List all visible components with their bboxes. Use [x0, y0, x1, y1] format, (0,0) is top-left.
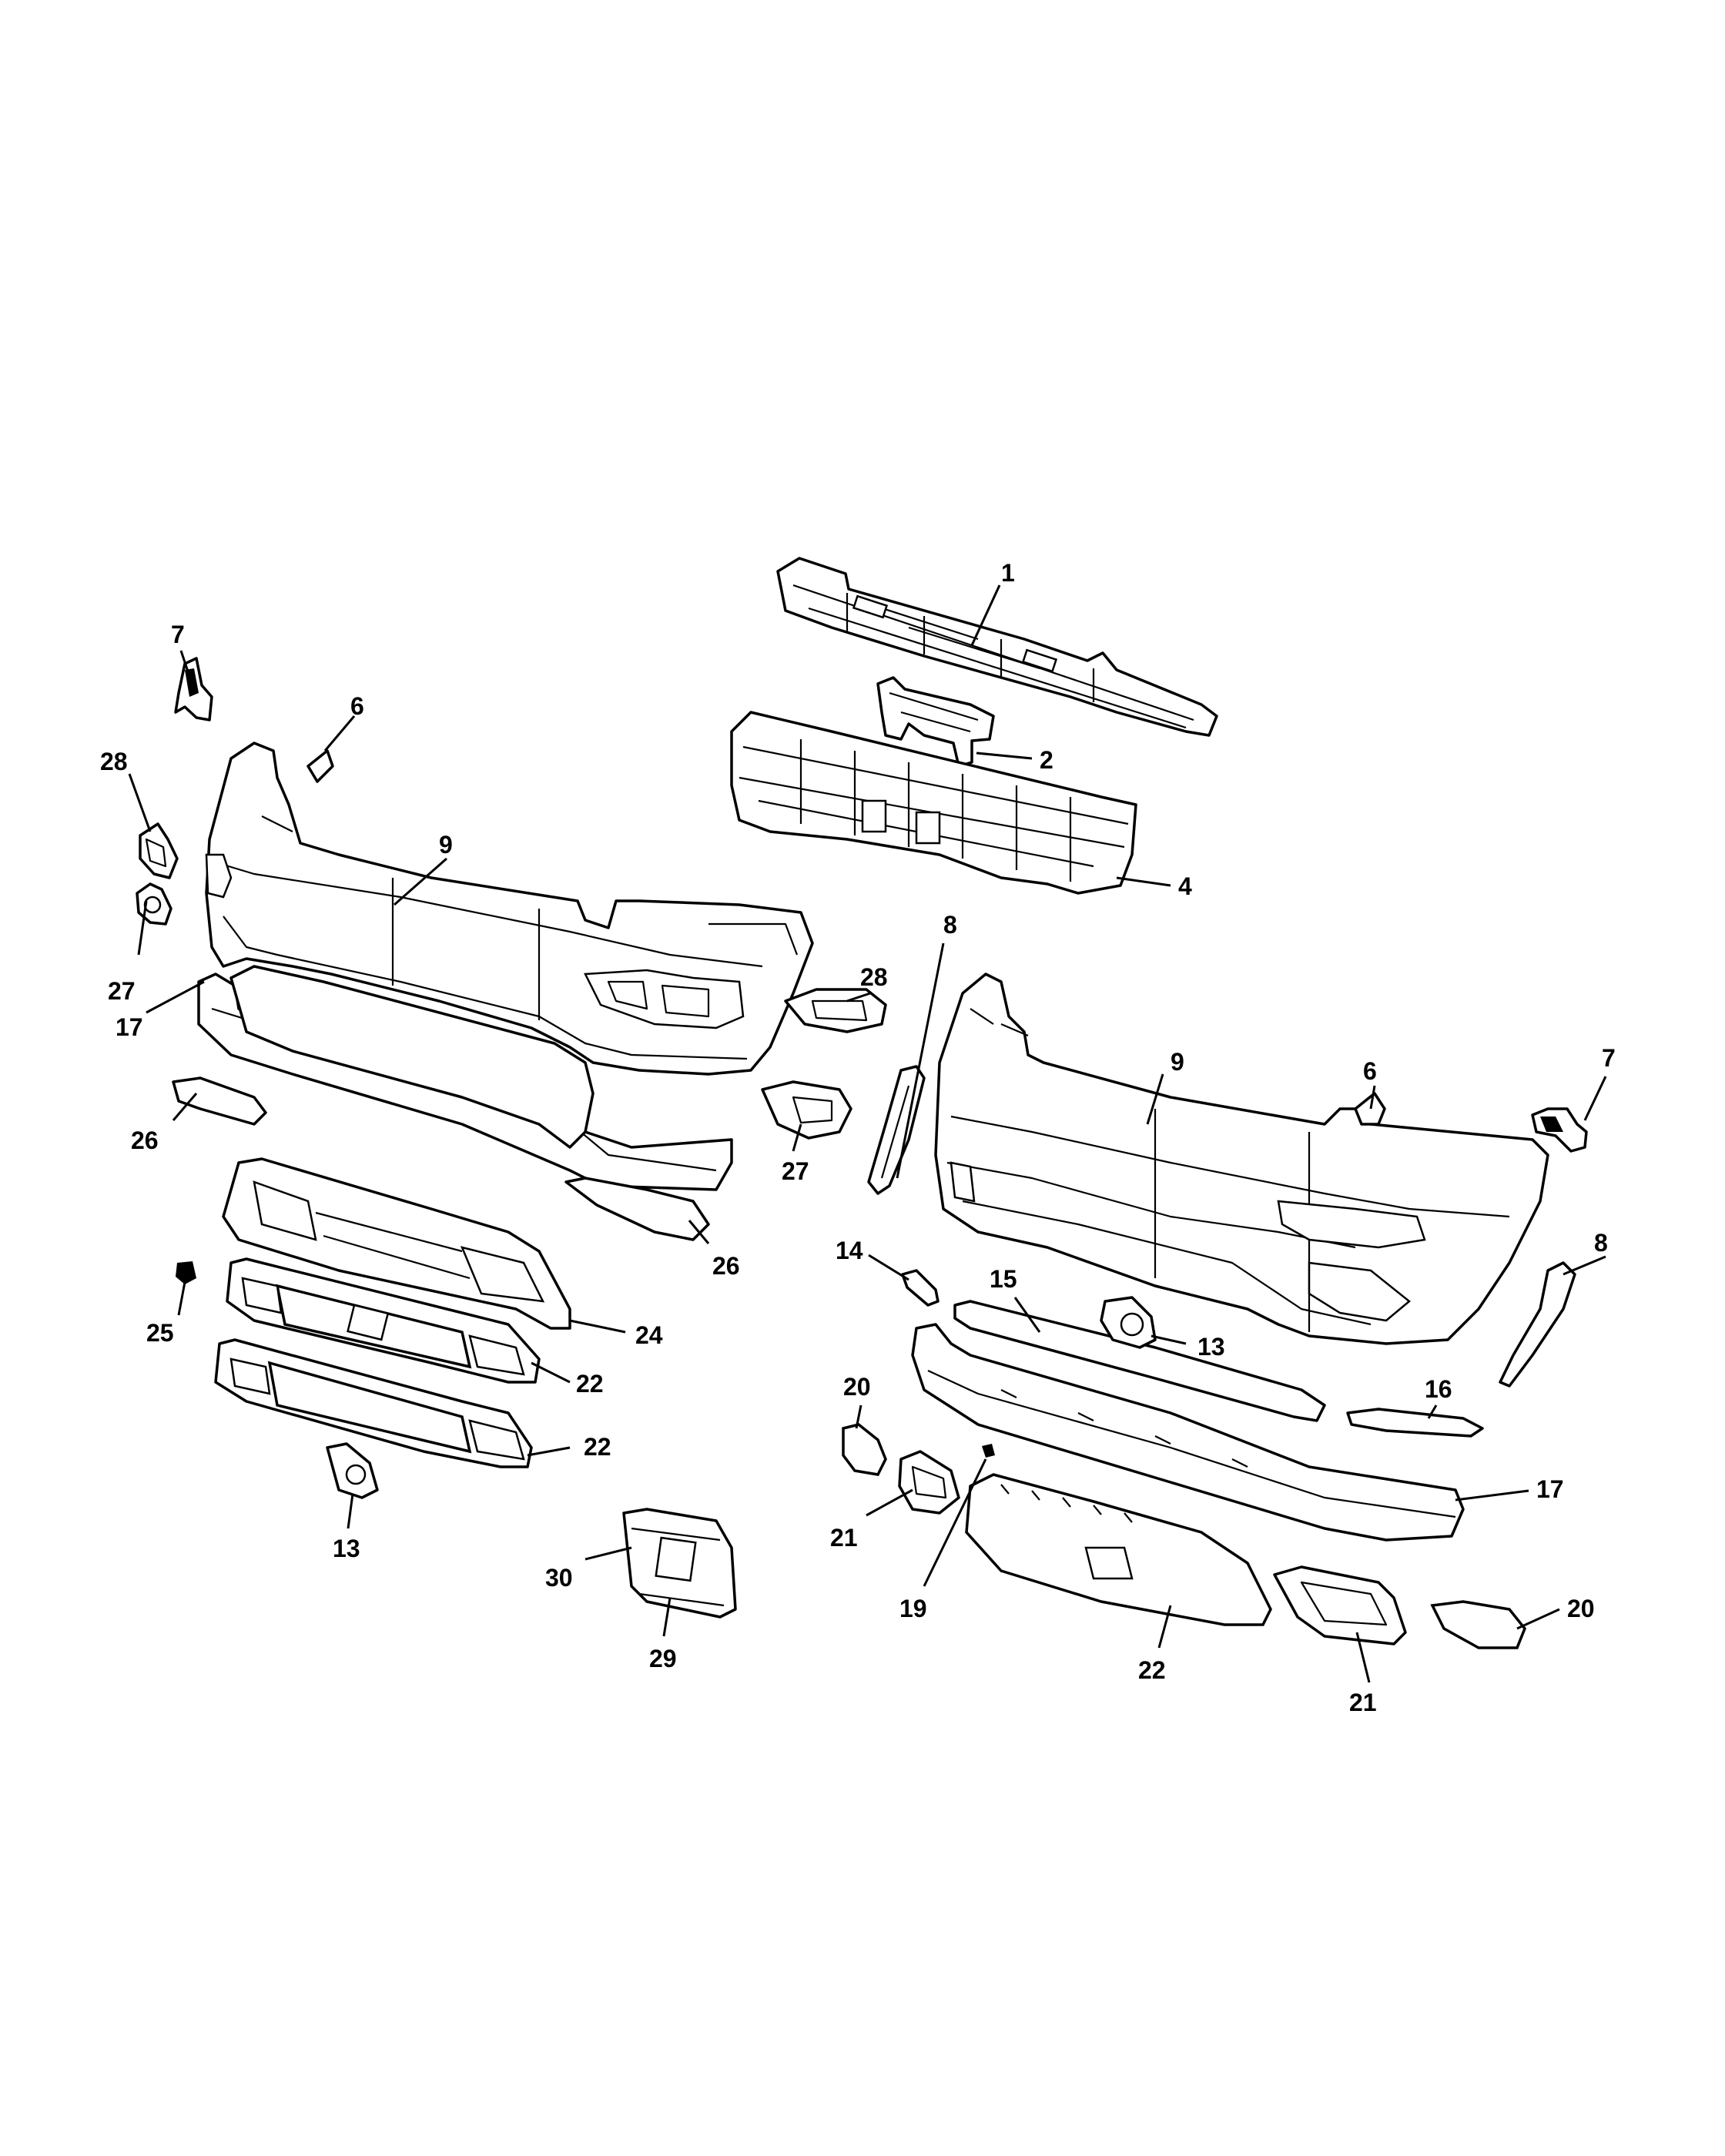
- callout-6-right: 6: [1363, 1057, 1377, 1085]
- part-29-30-license-bracket: [622, 1508, 737, 1619]
- part-27-lamp-left: [136, 882, 172, 926]
- part-13-cap-left: [326, 1442, 379, 1499]
- part-6-cover-left: [306, 749, 334, 783]
- part-7-bracket-right: [1531, 1107, 1588, 1153]
- part-15-strip: [953, 1300, 1326, 1422]
- callout-22-right: 22: [1138, 1656, 1166, 1684]
- callout-27-center: 27: [782, 1157, 809, 1185]
- part-4-absorber: [730, 711, 1137, 895]
- callout-22-upper: 22: [576, 1370, 604, 1398]
- callout-7-left: 7: [171, 621, 185, 648]
- callout-14: 14: [836, 1237, 863, 1264]
- callout-labels: 1 2 4 7 6 28 9 27 17 26 28 27 26 8 9 6 7…: [100, 559, 1616, 1716]
- part-9-fascia-left: [205, 742, 814, 1076]
- part-1-reinforcement-beam: [776, 557, 1218, 737]
- callout-26-center: 26: [712, 1252, 740, 1280]
- callout-2: 2: [1040, 746, 1053, 774]
- callout-1: 1: [1001, 559, 1015, 587]
- callout-22-lower: 22: [584, 1433, 611, 1461]
- part-20-insert-left: [842, 1423, 887, 1476]
- callout-6-left: 6: [350, 692, 364, 720]
- callout-29: 29: [649, 1645, 677, 1672]
- callout-8-center: 8: [943, 911, 957, 939]
- part-9-fascia-right: [934, 973, 1549, 1345]
- leader-lines: [128, 584, 1607, 1683]
- callout-21-right: 21: [1349, 1689, 1377, 1716]
- callout-27-left: 27: [108, 977, 136, 1005]
- callout-7-right: 7: [1602, 1044, 1616, 1072]
- part-28-bezel-center: [784, 988, 887, 1033]
- callout-13-left: 13: [333, 1535, 360, 1562]
- callout-9-right: 9: [1171, 1048, 1184, 1076]
- part-8-bracket-right: [1499, 1261, 1576, 1388]
- callout-24: 24: [635, 1321, 663, 1349]
- part-28-bezel-left: [139, 822, 179, 879]
- part-17-lower-left: [197, 965, 733, 1191]
- callout-4: 4: [1178, 872, 1192, 900]
- part-22-grille-lower: [214, 1338, 533, 1468]
- callout-13-right: 13: [1197, 1333, 1225, 1361]
- part-6-cover-right: [1354, 1092, 1386, 1126]
- part-27-lamp-center: [761, 1080, 852, 1140]
- callout-19: 19: [899, 1595, 927, 1622]
- part-21-bezel-left: [898, 1450, 960, 1515]
- callout-15: 15: [990, 1265, 1017, 1293]
- callout-17-right: 17: [1536, 1475, 1564, 1503]
- callout-28-left: 28: [100, 748, 128, 775]
- part-22-grille-right: [965, 1473, 1272, 1626]
- part-21-bezel-right: [1273, 1565, 1407, 1645]
- part-26-trim-center: [564, 1177, 710, 1241]
- part-26-trim-left: [172, 1076, 267, 1126]
- part-16-strip: [1346, 1408, 1484, 1438]
- part-17-lower-right: [911, 1323, 1465, 1542]
- part-13-cap-right: [1100, 1296, 1157, 1349]
- part-7-bracket-left: [174, 657, 213, 721]
- part-25-clip: [176, 1261, 196, 1284]
- callout-25: 25: [146, 1319, 174, 1347]
- callout-21-left: 21: [830, 1524, 858, 1552]
- part-14-bracket: [901, 1269, 940, 1307]
- part-24-surround: [222, 1157, 571, 1330]
- callout-26-left: 26: [131, 1127, 159, 1154]
- callout-20-right: 20: [1567, 1595, 1595, 1622]
- callout-28-center: 28: [860, 963, 888, 991]
- part-19-clip: [982, 1444, 995, 1458]
- callout-17-left: 17: [116, 1013, 143, 1041]
- callout-8-right: 8: [1594, 1229, 1608, 1257]
- callout-9-left: 9: [439, 831, 453, 859]
- callout-20-left: 20: [843, 1373, 871, 1401]
- part-20-insert-right: [1430, 1600, 1527, 1649]
- callout-16: 16: [1425, 1375, 1452, 1403]
- callout-30: 30: [545, 1564, 573, 1592]
- part-22-grille-upper: [226, 1257, 541, 1384]
